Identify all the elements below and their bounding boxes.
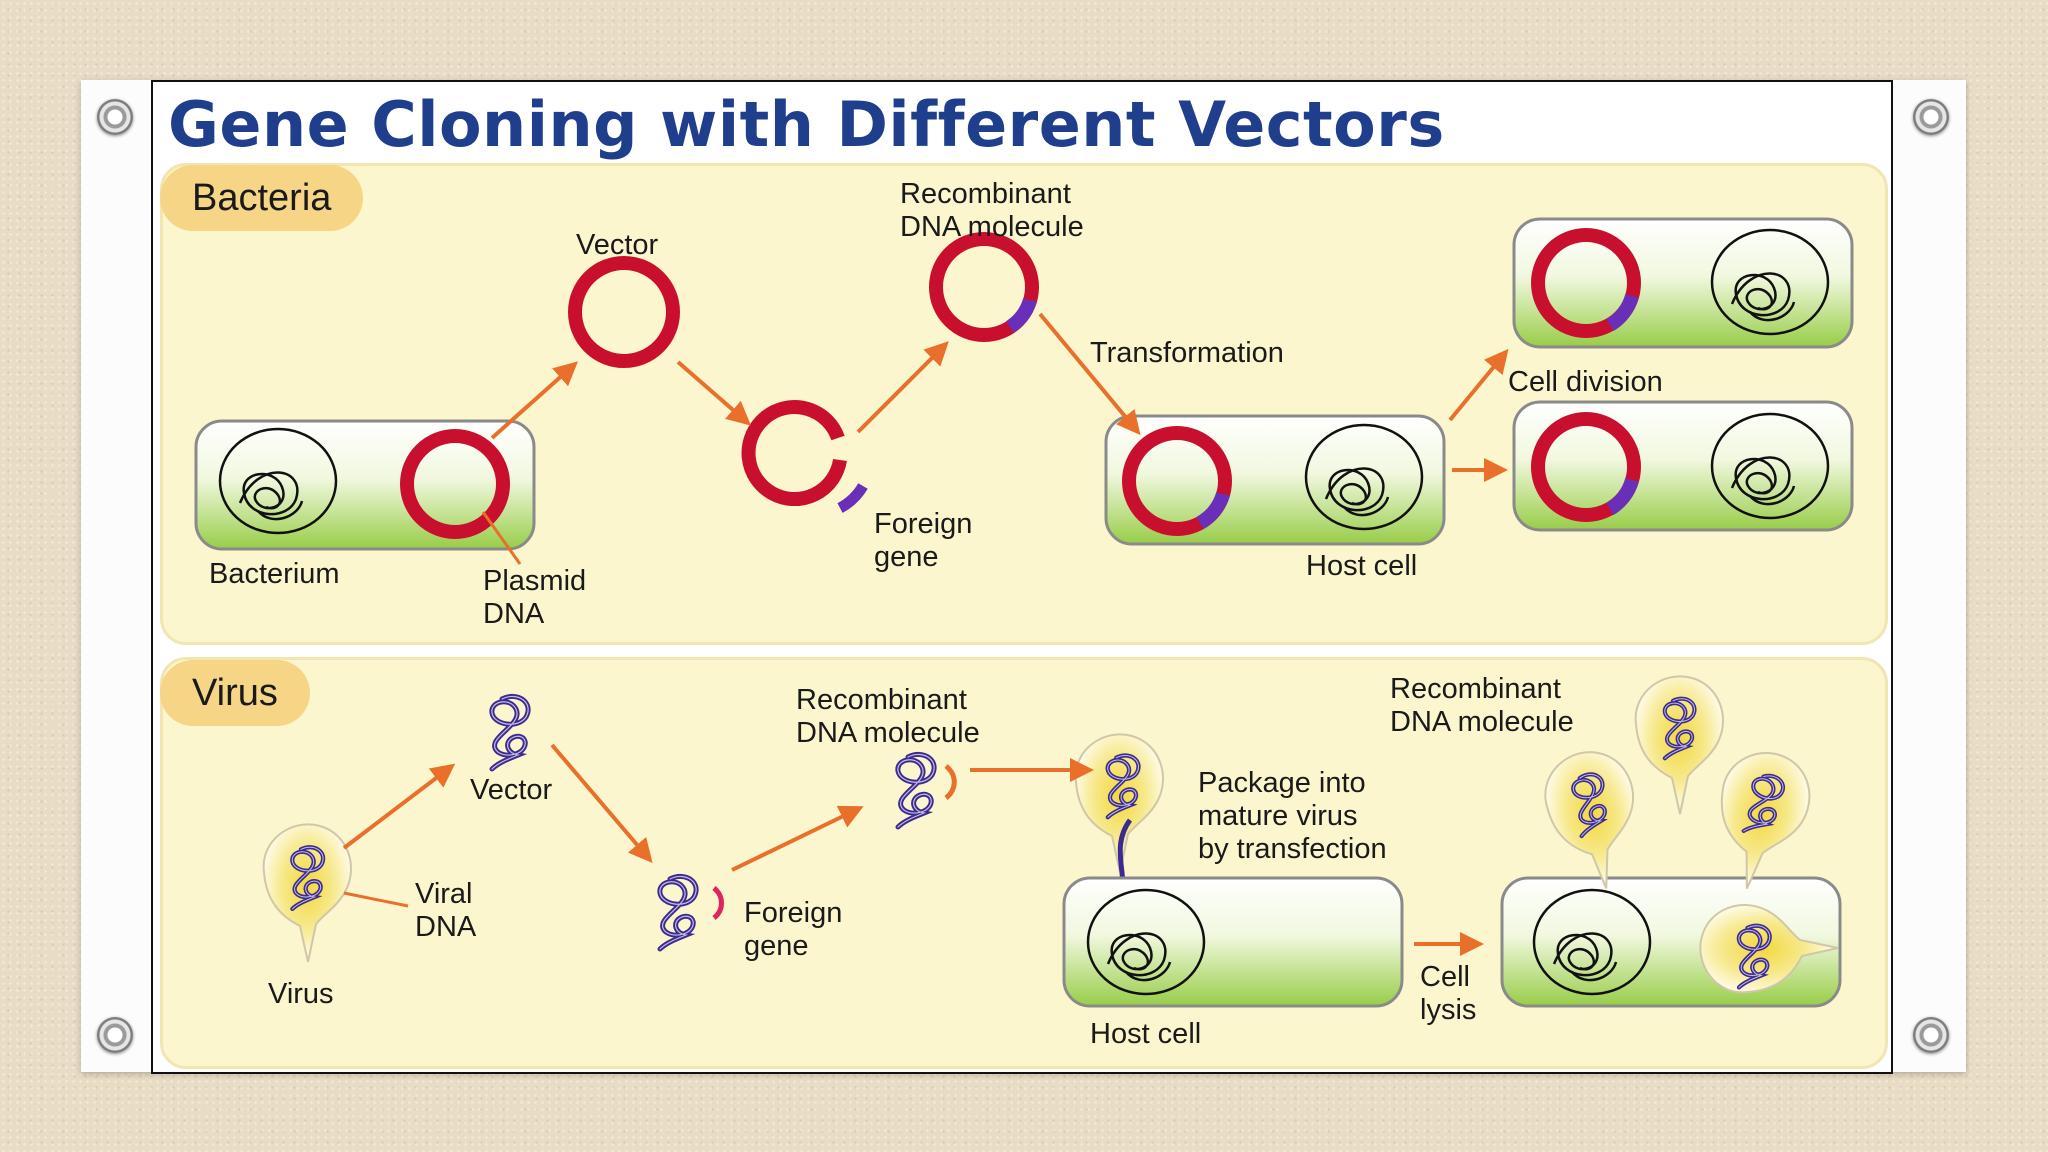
lysed-cell: [1500, 876, 1842, 1008]
arrow-icon: [676, 360, 752, 426]
label-host-cell: Host cell: [1090, 1018, 1202, 1050]
label-recombinant: DNA molecule: [1390, 706, 1574, 738]
label-host-cell: Host cell: [1306, 550, 1418, 582]
vector-coil: [492, 696, 528, 769]
label-package: by transfection: [1198, 833, 1387, 865]
plasmid-pointer: [481, 511, 522, 565]
arrow-icon: [490, 361, 578, 440]
daughter-cell-top: [1512, 217, 1854, 349]
label-recombinant: Recombinant: [796, 684, 967, 716]
arrow-icon: [342, 763, 456, 850]
label-bacterium: Bacterium: [209, 558, 340, 590]
released-virus: [1702, 743, 1819, 899]
label-cell-lysis: lysis: [1420, 994, 1477, 1026]
label-foreign-gene: gene: [874, 541, 939, 573]
foreign-gene-fragment: [837, 483, 868, 513]
vector-plasmid: [568, 256, 680, 368]
label-recombinant: DNA molecule: [900, 211, 1084, 243]
pin-icon: [97, 1017, 133, 1053]
viral-dna-pointer: [343, 891, 409, 908]
bacterium-cell: [194, 419, 536, 551]
label-foreign-gene: gene: [744, 930, 809, 962]
released-virus: [1634, 675, 1724, 815]
arrow-icon: [1038, 312, 1141, 436]
pin-icon: [1913, 1017, 1949, 1053]
label-package: mature virus: [1198, 800, 1358, 832]
page-title: Gene Cloning with Different Vectors: [168, 88, 1445, 161]
cut-plasmid: [741, 400, 868, 513]
pin-icon: [1913, 99, 1949, 135]
released-virus: [1537, 744, 1650, 898]
host-cell-virus: [1062, 876, 1404, 1008]
arrow-icon: [550, 743, 653, 864]
recombinant-coil: [898, 754, 957, 827]
foreign-gene-coil: [660, 876, 724, 949]
virus-tag: Virus: [160, 660, 310, 726]
label-plasmid-dna: DNA: [483, 598, 545, 630]
arrow-icon: [856, 341, 949, 434]
infecting-virus: [1074, 733, 1164, 902]
daughter-cell-bottom: [1512, 400, 1854, 532]
label-viral-dna: Viral: [415, 878, 473, 910]
label-recombinant: Recombinant: [900, 178, 1071, 210]
label-cell-division: Cell division: [1508, 366, 1663, 398]
recombinant-plasmid: [929, 232, 1039, 342]
arrow-icon: [731, 805, 864, 872]
label-virus: Virus: [268, 978, 334, 1010]
label-package: Package into: [1198, 767, 1366, 799]
bacteria-tag: Bacteria: [160, 165, 364, 231]
arrow-icon: [1448, 348, 1509, 422]
label-cell-lysis: Cell: [1420, 961, 1470, 993]
label-foreign-gene: Foreign: [874, 508, 973, 540]
host-cell-bacteria: [1104, 414, 1446, 546]
plasmid-ring: [400, 429, 510, 539]
label-plasmid-dna: Plasmid: [483, 565, 587, 597]
label-vector: Vector: [576, 229, 659, 261]
label-recombinant: Recombinant: [1390, 673, 1561, 705]
label-transformation: Transformation: [1090, 337, 1284, 369]
label-recombinant: DNA molecule: [796, 717, 980, 749]
virus-particle: [262, 823, 352, 963]
label-foreign-gene: Foreign: [744, 897, 843, 929]
label-vector: Vector: [470, 774, 553, 806]
label-viral-dna: DNA: [415, 911, 477, 943]
pin-icon: [97, 99, 133, 135]
